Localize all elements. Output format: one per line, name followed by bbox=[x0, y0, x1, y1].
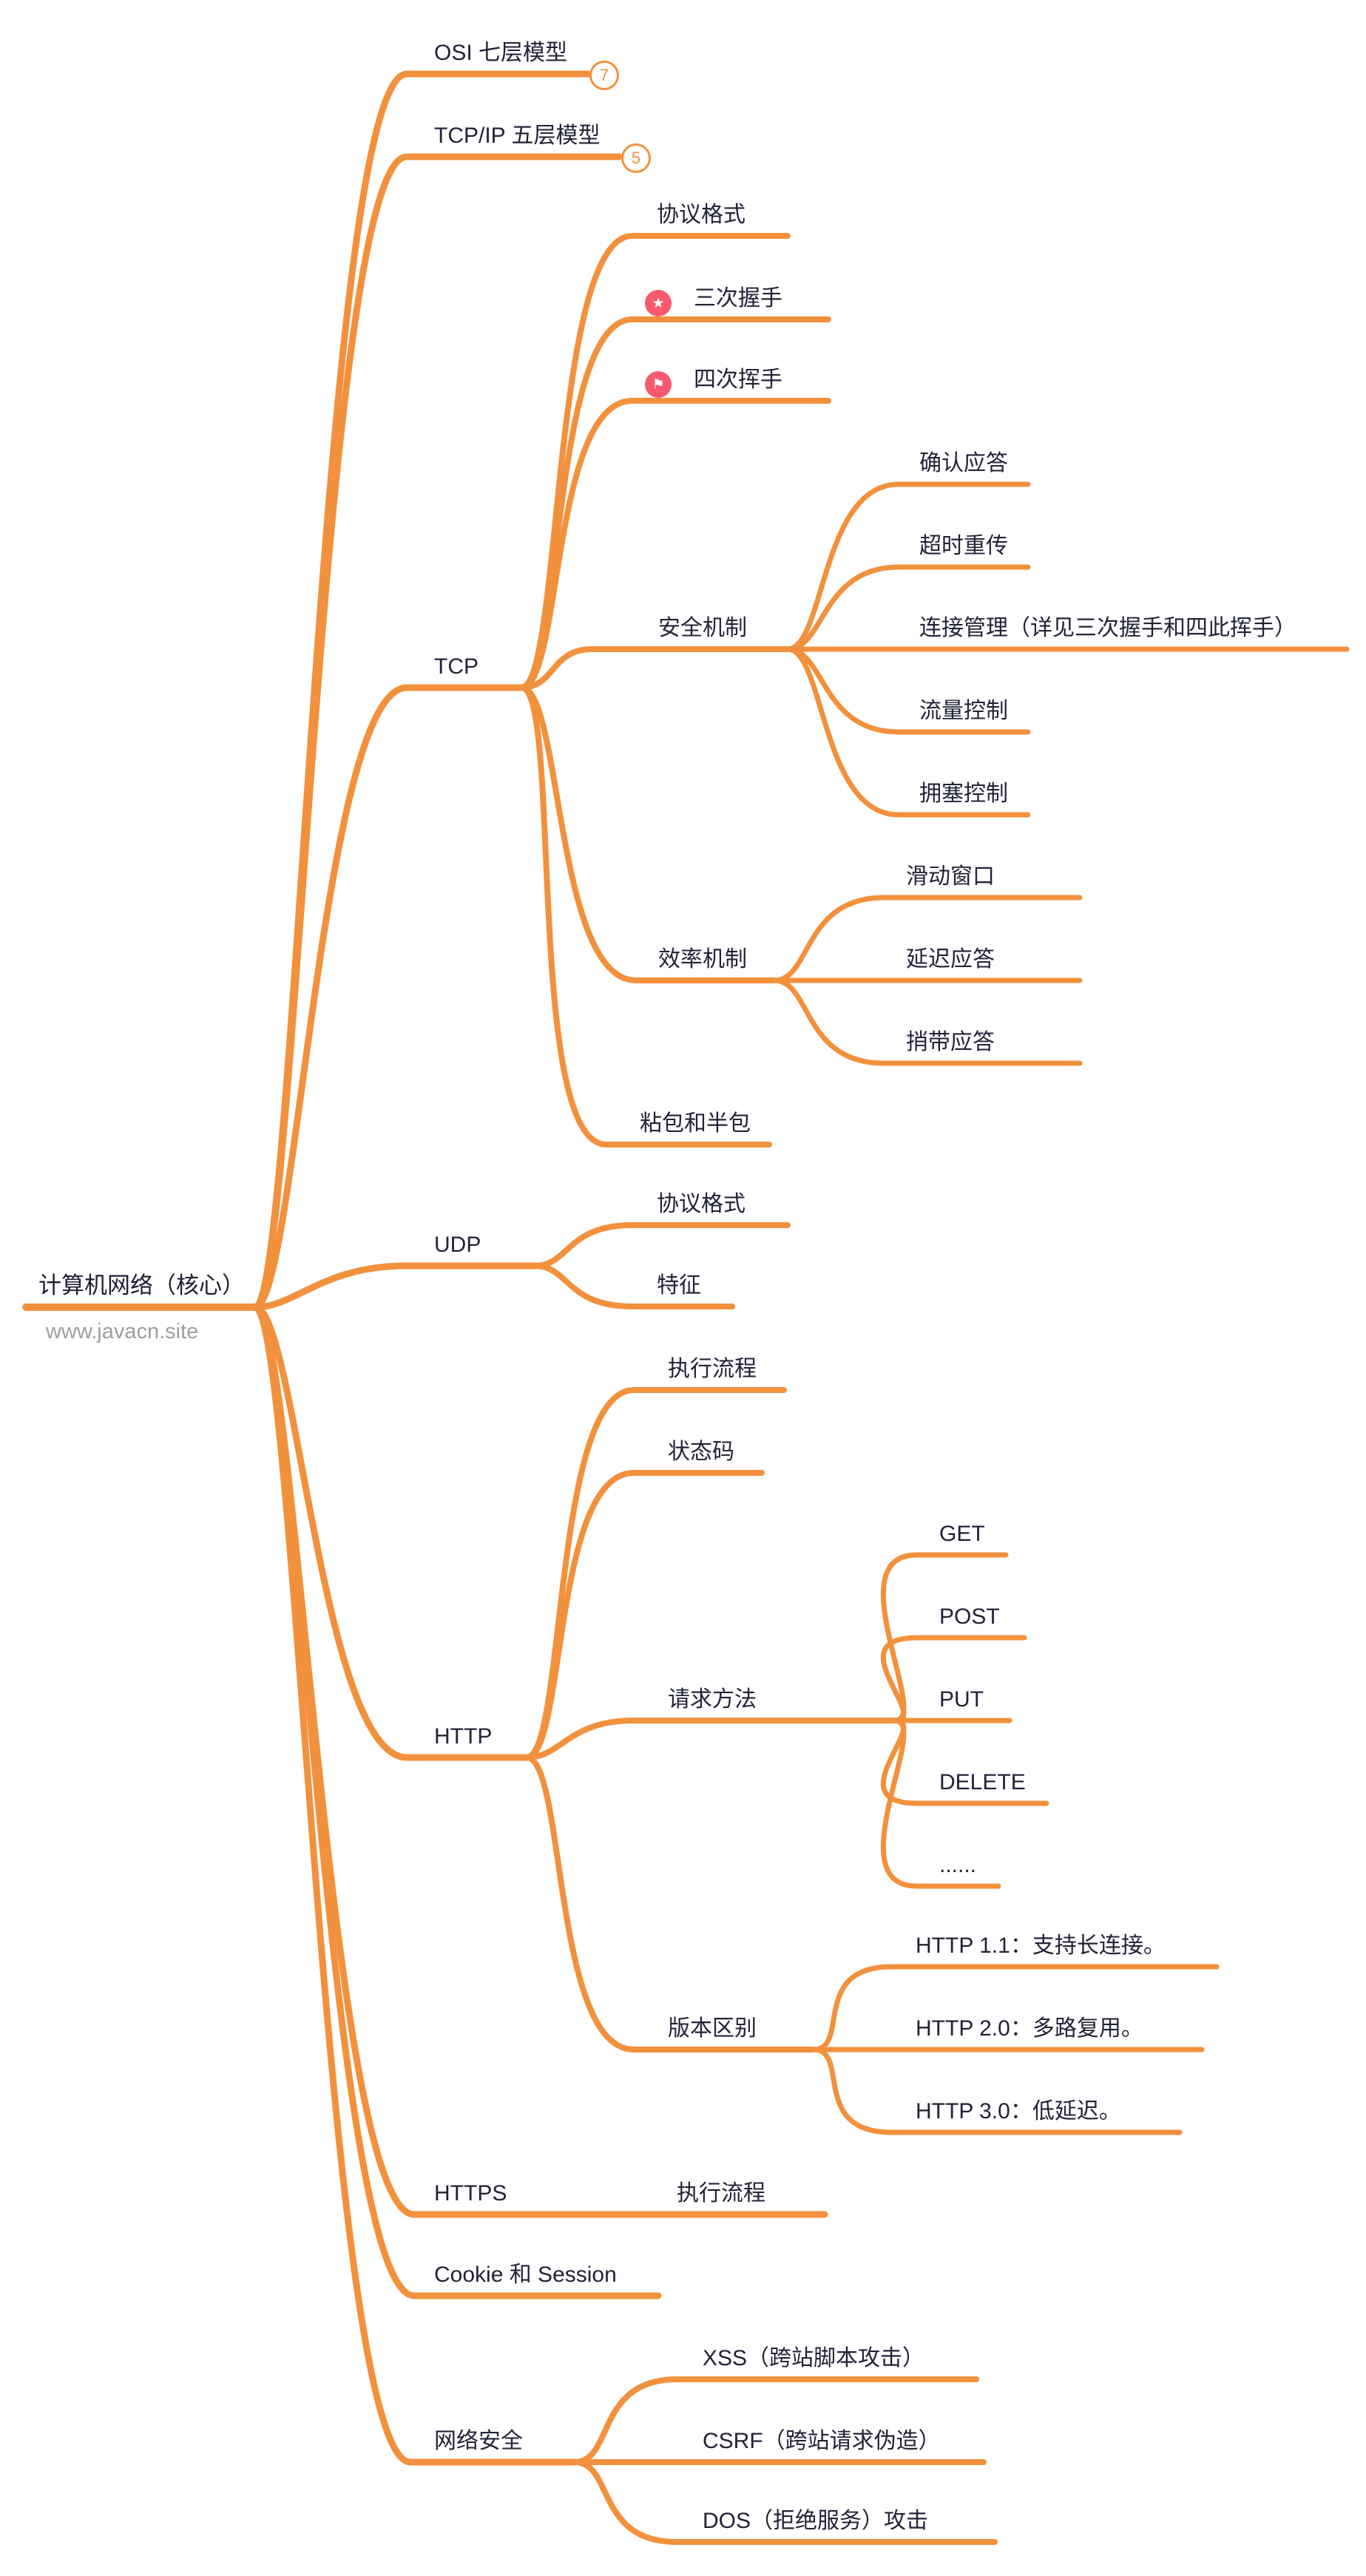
node-https[interactable]: HTTPS bbox=[434, 2181, 507, 2206]
node-flow-control[interactable]: 流量控制 bbox=[919, 699, 1008, 723]
node-http[interactable]: HTTP bbox=[434, 1724, 493, 1749]
node-csrf-attack[interactable]: CSRF（跨站请求伪造） bbox=[703, 2429, 941, 2453]
node-tcp-protocol-format[interactable]: 协议格式 bbox=[657, 203, 745, 227]
node-osi-seven-layer-model[interactable]: OSI 七层模型 bbox=[434, 41, 568, 65]
count-badge-7-icon: 7 bbox=[589, 61, 619, 90]
node-sticky-and-half-packet[interactable]: 粘包和半包 bbox=[640, 1111, 751, 1136]
node-status-code[interactable]: 状态码 bbox=[668, 1440, 734, 1464]
star-icon: ★ bbox=[645, 290, 672, 316]
node-connection-management[interactable]: 连接管理（详见三次握手和四此挥手） bbox=[919, 616, 1296, 640]
node-https-execution-flow[interactable]: 执行流程 bbox=[677, 2181, 765, 2206]
node-tcpip-five-layer-model[interactable]: TCP/IP 五层模型 bbox=[434, 123, 601, 148]
node-congestion-control[interactable]: 拥塞控制 bbox=[919, 782, 1008, 806]
node-piggyback-ack[interactable]: 捎带应答 bbox=[906, 1030, 995, 1054]
count-badge-5-icon: 5 bbox=[621, 143, 651, 173]
node-xss-attack[interactable]: XSS（跨站脚本攻击） bbox=[703, 2346, 925, 2370]
root-subtitle-website: www.javacn.site bbox=[46, 1320, 199, 1343]
node-ack-response[interactable]: 确认应答 bbox=[919, 451, 1008, 475]
node-cookie-and-session[interactable]: Cookie 和 Session bbox=[434, 2263, 617, 2287]
node-dos-attack[interactable]: DOS（拒绝服务）攻击 bbox=[703, 2509, 929, 2533]
node-udp[interactable]: UDP bbox=[434, 1233, 481, 1257]
node-method-get[interactable]: GET bbox=[939, 1522, 985, 1546]
node-http-3-0[interactable]: HTTP 3.0：低延迟。 bbox=[916, 2099, 1121, 2123]
node-tcp[interactable]: TCP bbox=[434, 654, 479, 679]
node-http-1-1[interactable]: HTTP 1.1：支持长连接。 bbox=[916, 1933, 1166, 1958]
node-http-2-0[interactable]: HTTP 2.0：多路复用。 bbox=[916, 2016, 1143, 2041]
node-delayed-ack[interactable]: 延迟应答 bbox=[906, 947, 995, 972]
node-udp-protocol-format[interactable]: 协议格式 bbox=[657, 1192, 745, 1216]
node-timeout-retransmission[interactable]: 超时重传 bbox=[919, 534, 1008, 558]
node-network-security[interactable]: 网络安全 bbox=[434, 2429, 523, 2453]
node-version-differences[interactable]: 版本区别 bbox=[668, 2016, 757, 2041]
node-three-way-handshake[interactable]: 三次握手 bbox=[694, 286, 782, 311]
node-request-methods[interactable]: 请求方法 bbox=[668, 1687, 757, 1712]
node-security-mechanism[interactable]: 安全机制 bbox=[658, 616, 747, 640]
node-efficiency-mechanism[interactable]: 效率机制 bbox=[658, 947, 747, 972]
node-method-more[interactable]: ...... bbox=[939, 1853, 977, 1877]
node-method-delete[interactable]: DELETE bbox=[939, 1770, 1026, 1794]
node-four-way-wave[interactable]: 四次挥手 bbox=[694, 367, 782, 392]
node-method-put[interactable]: PUT bbox=[939, 1687, 984, 1712]
node-root-computer-network[interactable]: 计算机网络（核心） bbox=[38, 1272, 245, 1298]
node-sliding-window[interactable]: 滑动窗口 bbox=[906, 864, 995, 889]
node-http-execution-flow[interactable]: 执行流程 bbox=[668, 1357, 757, 1381]
node-method-post[interactable]: POST bbox=[939, 1604, 1000, 1629]
flag-icon: ⚑ bbox=[645, 371, 672, 398]
node-udp-features[interactable]: 特征 bbox=[657, 1273, 701, 1298]
